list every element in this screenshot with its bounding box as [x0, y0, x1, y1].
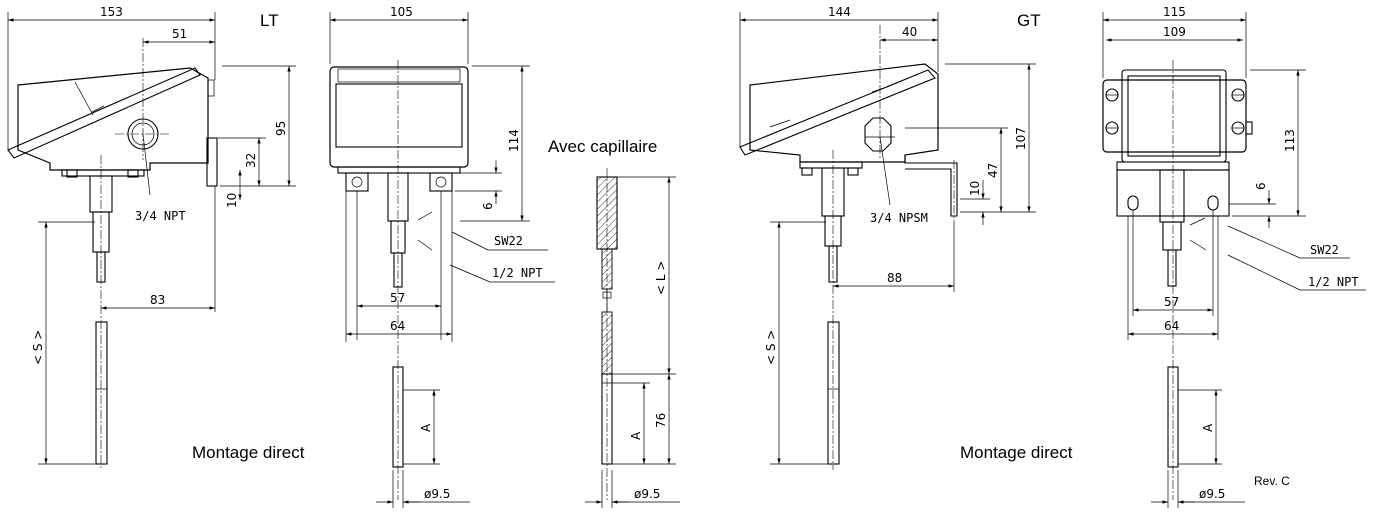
gt-side-height-47-dim: 47: [986, 163, 1000, 178]
gt-front-w57-dim: 57: [1164, 295, 1179, 309]
lt-front-wrench-label: SW22: [494, 234, 523, 248]
lt-front-w64-dim: 64: [390, 319, 405, 333]
gt-front-w64-dim: 64: [1164, 319, 1179, 333]
gt-title: GT: [1017, 11, 1041, 30]
capillary-title: Avec capillaire: [548, 137, 657, 156]
gt-front-width-inner-dim: 109: [1163, 25, 1186, 39]
lt-side-width-dim: 153: [100, 5, 123, 19]
gt-side-depth-dim: 88: [887, 271, 902, 285]
capillary-diameter-dim: ø9.5: [634, 487, 660, 501]
lt-front-sensor-a-dim: A: [419, 423, 433, 432]
lt-front-height-dim: 114: [507, 129, 521, 152]
lt-side-height-10-dim: 10: [225, 193, 239, 208]
lt-side-stem-length-dim: < S >: [31, 330, 45, 365]
gt-side-view: 144 40 107 47 10 88 < S > 3/4 NPSM: [739, 5, 1036, 470]
capillary-length-dim: < L >: [654, 261, 668, 295]
gt-side-offset-dim: 40: [902, 25, 917, 39]
gt-side-height-dim: 107: [1014, 127, 1028, 150]
capillary-76-dim: 76: [654, 413, 668, 428]
capillary-view: Avec capillaire < L > 76 A ø9.5: [548, 137, 680, 508]
lt-side-thread-label: 3/4 NPT: [135, 209, 186, 223]
gt-front-height-6-dim: 6: [1254, 182, 1268, 190]
lt-front-view: 105 114 6 SW22 1/2 NPT 57 64 A: [329, 5, 555, 508]
lt-front-diameter-dim: ø9.5: [424, 487, 450, 501]
lt-front-w57-dim: 57: [390, 291, 405, 305]
gt-front-wrench-label: SW22: [1310, 243, 1339, 257]
direct-mount-left-label: Montage direct: [192, 443, 305, 462]
lt-front-height-6-dim: 6: [481, 202, 495, 210]
revision-label: Rev. C: [1254, 474, 1290, 488]
lt-title: LT: [260, 11, 279, 30]
gt-front-sensor-a-dim: A: [1201, 423, 1215, 432]
lt-side-height-dim: 95: [274, 121, 288, 136]
gt-front-diameter-dim: ø9.5: [1199, 487, 1225, 501]
gt-side-stem-length-dim: < S >: [764, 330, 778, 365]
lt-side-offset-dim: 51: [172, 27, 187, 41]
gt-front-view: 115 109 113 6 SW22 1/2 NPT 57 64: [1102, 5, 1366, 508]
lt-side-view: 153 51 95 32 10 83 < S > 3/4 NPT: [7, 5, 296, 470]
gt-side-thread-label: 3/4 NPSM: [870, 211, 928, 225]
gt-side-width-dim: 144: [828, 5, 851, 19]
gt-front-thread-label: 1/2 NPT: [1308, 275, 1359, 289]
gt-side-height-10-dim: 10: [968, 181, 982, 196]
lt-side-height-32-dim: 32: [244, 153, 258, 168]
lt-front-width-dim: 105: [390, 5, 413, 19]
gt-front-height-dim: 113: [1283, 129, 1297, 152]
capillary-sensor-a-dim: A: [629, 431, 643, 440]
gt-front-width-outer-dim: 115: [1163, 5, 1186, 19]
direct-mount-right-label: Montage direct: [960, 443, 1073, 462]
lt-side-depth-dim: 83: [150, 293, 165, 307]
lt-front-thread-label: 1/2 NPT: [492, 266, 543, 280]
